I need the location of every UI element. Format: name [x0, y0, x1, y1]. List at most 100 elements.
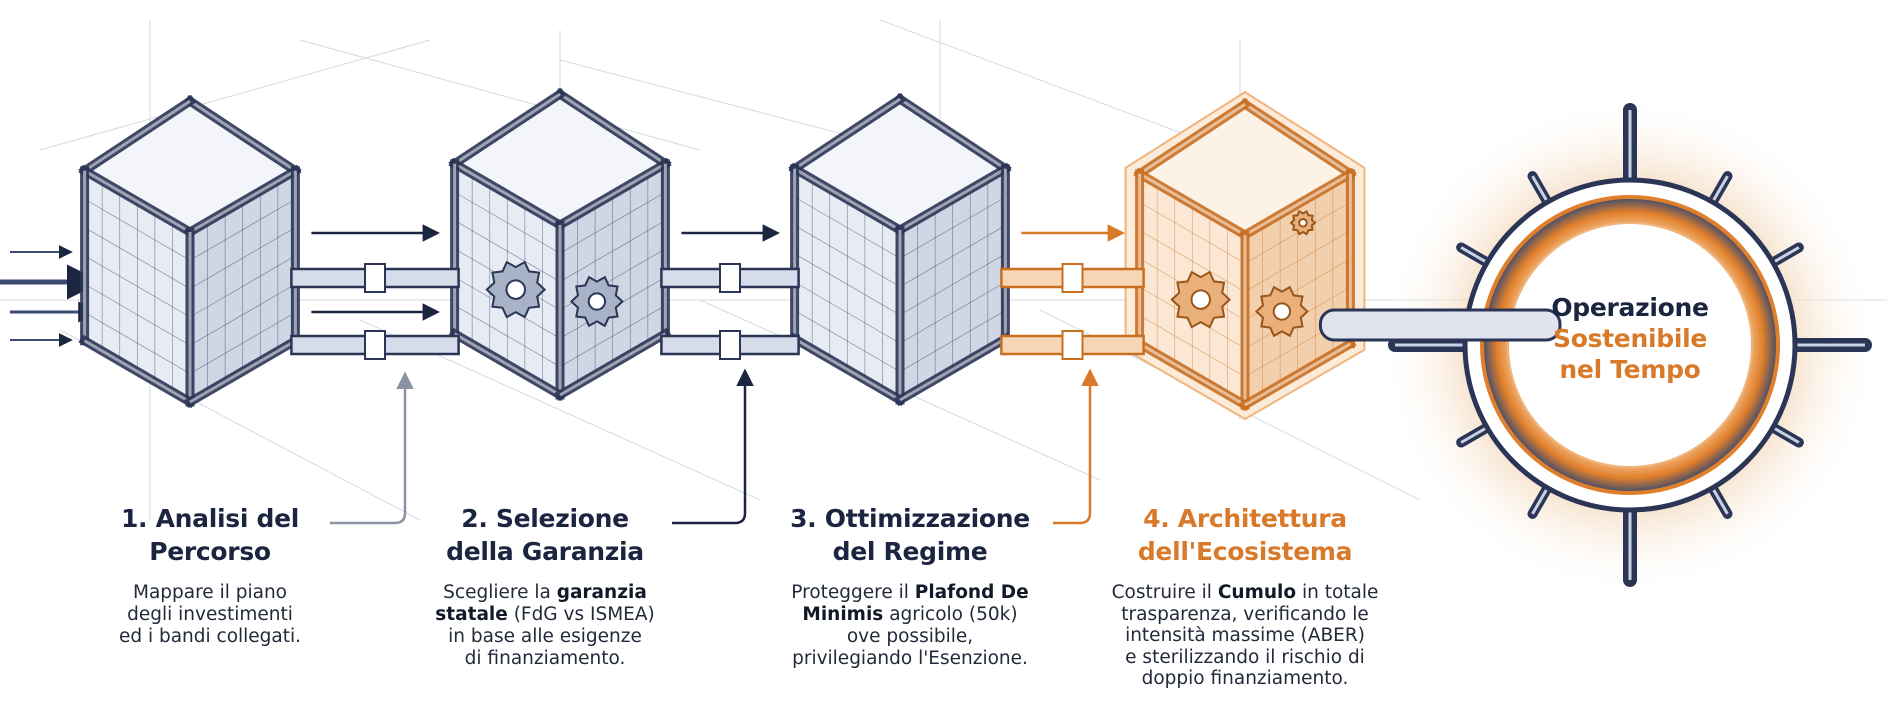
cube-beam-highlight — [559, 162, 667, 227]
step-1-title: 1. Analisi del Percorso — [80, 502, 340, 568]
step-3-title-line-2: del Regime — [832, 537, 988, 566]
cube-beam-highlight — [1138, 172, 1246, 237]
connector-upper-joint — [719, 263, 741, 293]
description-text: degli investimenti — [127, 604, 293, 625]
cube-beam-highlight — [899, 167, 1007, 232]
description-text: Scegliere la — [443, 582, 557, 603]
cube-beam-highlight — [793, 337, 901, 402]
hub-label-line-1: Operazione — [1551, 293, 1709, 322]
description-text: di finanziamento. — [464, 648, 626, 669]
step-3-description-line: ove possibile, — [760, 626, 1060, 648]
step-4-description-line: e sterilizzando il rischio di — [1085, 647, 1405, 669]
step-2-title-line-2: della Garanzia — [446, 537, 644, 566]
step-4-title-line-2: dell'Ecosistema — [1137, 537, 1353, 566]
construction-line — [879, 19, 1201, 141]
cube-beam-highlight — [1138, 102, 1246, 176]
connector-lower-joint — [719, 330, 741, 360]
cube-beam-highlight — [83, 339, 191, 404]
bold-term: Minimis — [802, 604, 884, 625]
cube-beam-highlight — [83, 169, 191, 234]
step-2-description-line: di finanziamento. — [415, 648, 675, 670]
cube-3 — [788, 92, 1012, 407]
step-2-description-line: statale (FdG vs ISMEA) — [415, 604, 675, 626]
gear-hub — [505, 279, 526, 300]
step-3-description-line: privilegiando l'Esenzione. — [760, 648, 1060, 670]
cube-beam-highlight — [1244, 342, 1352, 407]
description-text: trasparenza, verificando le — [1121, 603, 1369, 625]
connector-upper-joint — [1061, 263, 1084, 293]
cube-beam-highlight — [559, 332, 667, 397]
output-pipe — [1318, 308, 1562, 342]
step-1-description-line: Mappare il piano — [90, 582, 330, 604]
cube-beam-highlight — [189, 99, 297, 173]
step-4-description-line: intensità massime (ABER) — [1085, 625, 1405, 647]
step-2-title: 2. Selezione della Garanzia — [395, 502, 695, 568]
cube-beam-highlight — [189, 169, 297, 234]
description-text: e sterilizzando il rischio di — [1125, 646, 1365, 668]
description-text: privilegiando l'Esenzione. — [792, 648, 1028, 669]
cube-beam-highlight — [1244, 102, 1352, 176]
description-text: in totale — [1296, 582, 1379, 603]
connector-lower-joint — [1061, 330, 1084, 360]
bold-term: statale — [435, 604, 508, 625]
grid-line — [84, 312, 191, 374]
cube-beam-highlight — [453, 162, 561, 227]
cube-beam-highlight — [453, 332, 561, 397]
description-text: ove possibile, — [846, 626, 974, 647]
grid-line — [189, 312, 296, 374]
step-2-title-line-1: 2. Selezione — [461, 504, 629, 533]
bold-term: Cumulo — [1217, 582, 1297, 603]
step-4-description-line: trasparenza, verificando le — [1085, 604, 1405, 626]
step-4-title: 4. Architettura dell'Ecosistema — [1090, 502, 1400, 568]
cube-1 — [78, 94, 302, 409]
cube-beam-highlight — [899, 97, 1007, 171]
description-text: intensità massime (ABER) — [1125, 625, 1365, 646]
description-text: Mappare il piano — [132, 582, 287, 603]
description-text: Proteggere il — [791, 582, 915, 603]
grid-line — [794, 310, 901, 372]
leader-line — [672, 368, 754, 525]
step-3-description-line: Proteggere il Plafond De — [760, 582, 1060, 604]
cube-beam-highlight — [899, 337, 1007, 402]
hub-label-line-2: Sostenibile — [1552, 324, 1708, 353]
grid-line — [454, 305, 561, 367]
step-1-description-line: ed i bandi collegati. — [90, 626, 330, 648]
leader-line — [1053, 368, 1099, 525]
gear-hub — [1190, 289, 1211, 310]
description-text: agricolo (50k) — [883, 604, 1018, 625]
hub-label: Operazione Sostenibile nel Tempo — [1510, 292, 1750, 385]
hub-label-line-3: nel Tempo — [1559, 355, 1701, 384]
bold-term: Plafond De — [914, 582, 1029, 603]
step-1-title-line-1: 1. Analisi del — [120, 504, 300, 533]
cube-beam-highlight — [453, 92, 561, 166]
step-4-description-line: doppio finanziamento. — [1085, 668, 1405, 690]
construction-line — [299, 39, 701, 151]
cube-beam-highlight — [793, 97, 901, 171]
gear-hub — [1272, 302, 1292, 321]
description-text: Costruire il — [1111, 582, 1218, 603]
cube-beam-highlight — [1138, 342, 1246, 407]
grid-line — [1139, 315, 1246, 377]
grid-line — [559, 305, 666, 367]
bold-term: garanzia — [556, 582, 647, 603]
step-2-description-line: in base alle esigenze — [415, 626, 675, 648]
step-2-description-line: Scegliere la garanzia — [415, 582, 675, 604]
cube-beam-highlight — [559, 92, 667, 166]
leader-line — [330, 371, 414, 525]
step-4-description-line: Costruire il Cumulo in totale — [1085, 582, 1405, 604]
connector-upper-joint — [364, 263, 386, 293]
cube-beam-highlight — [83, 99, 191, 173]
gear-hub — [1298, 217, 1308, 228]
connector-lower-joint — [364, 330, 386, 360]
step-1-title-line-2: Percorso — [149, 537, 271, 566]
cube-beam-highlight — [1244, 172, 1352, 237]
gear-hub — [587, 292, 607, 311]
cube-beam-highlight — [189, 339, 297, 404]
description-text: doppio finanziamento. — [1141, 668, 1349, 689]
description-text: in base alle esigenze — [448, 626, 642, 647]
step-3-description-line: Minimis agricolo (50k) — [760, 604, 1060, 626]
grid-line — [899, 310, 1006, 372]
